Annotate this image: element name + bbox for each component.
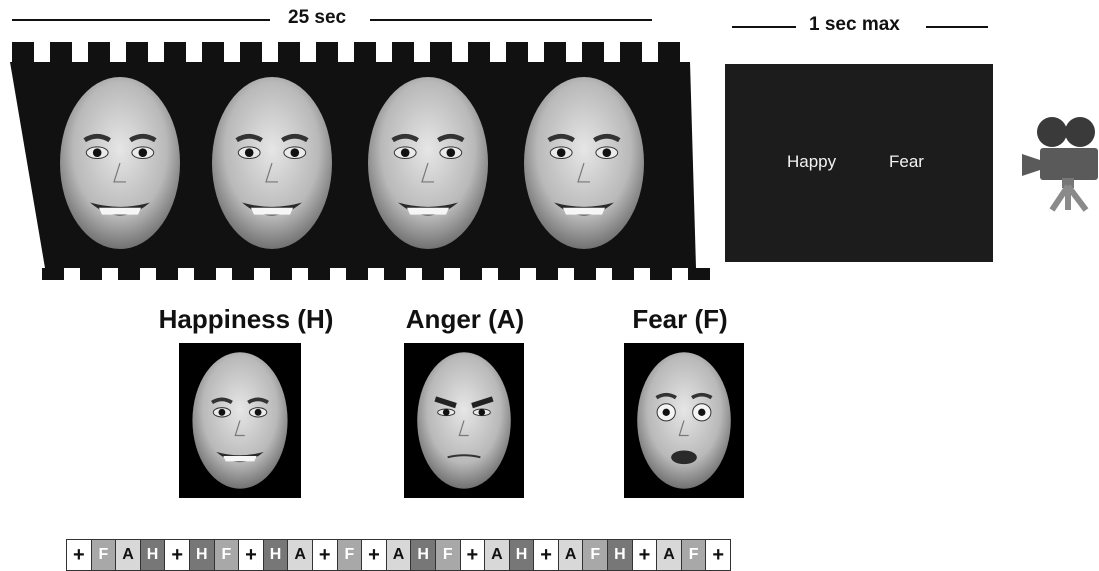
sprocket-bottom (80, 268, 102, 280)
happiness-cell: H (508, 539, 535, 571)
response-option-fear: Fear (889, 152, 924, 171)
sprocket-top (658, 42, 680, 62)
happiness-cell: H (139, 539, 166, 571)
anger-cell: A (385, 539, 412, 571)
sprocket-top (582, 42, 604, 62)
sprocket-top (278, 42, 300, 62)
sprocket-bottom (384, 268, 406, 280)
sprocket-bottom (612, 268, 634, 280)
video-duration-line-right (370, 19, 652, 21)
fear-cell: F (213, 539, 240, 571)
sprocket-top (88, 42, 110, 62)
sprocket-bottom (460, 268, 482, 280)
sprocket-bottom (118, 268, 140, 280)
emotion-title-fear: Fear (F) (632, 304, 728, 334)
film-frame-face (60, 77, 180, 249)
sprocket-top (620, 42, 642, 62)
sprocket-top (506, 42, 528, 62)
anger-cell: A (115, 539, 141, 571)
fixation-cell: + (459, 539, 486, 571)
response-duration-line-right (926, 26, 988, 28)
sprocket-bottom (270, 268, 292, 280)
sprocket-top (544, 42, 566, 62)
sprocket-bottom (422, 268, 444, 280)
sprocket-top (468, 42, 490, 62)
fear-cell: F (336, 539, 363, 571)
fear-cell: F (582, 539, 609, 571)
sprocket-top (430, 42, 452, 62)
sprocket-top (392, 42, 414, 62)
anger-cell: A (656, 539, 682, 571)
response-option-happy: Happy (787, 152, 837, 171)
sprocket-top (316, 42, 338, 62)
anger-cell: A (287, 539, 313, 571)
response-duration-label: 1 sec max (809, 14, 900, 35)
sprocket-bottom (688, 268, 710, 280)
sprocket-bottom (232, 268, 254, 280)
film-frames (60, 77, 644, 249)
sprocket-top (202, 42, 224, 62)
sprocket-top (126, 42, 148, 62)
sprocket-top (240, 42, 262, 62)
face-photo-happiness (179, 343, 301, 498)
sprocket-top (50, 42, 72, 62)
video-camera-icon (1022, 117, 1098, 212)
film-sprockets-top (12, 42, 680, 62)
fear-cell: F (434, 539, 461, 571)
happiness-cell: H (410, 539, 436, 571)
happiness-cell: H (607, 539, 633, 571)
fixation-cell: + (705, 539, 732, 571)
sprocket-top (354, 42, 376, 62)
sprocket-top (164, 42, 186, 62)
film-sprockets-bottom (42, 268, 710, 280)
anger-cell: A (557, 539, 584, 571)
fear-cell: F (90, 539, 117, 571)
fixation-cell: + (631, 539, 658, 571)
sprocket-bottom (156, 268, 178, 280)
response-screen: Happy Fear (725, 64, 993, 262)
film-frame-face (212, 77, 332, 249)
film-strip (10, 42, 710, 280)
face-photo-fear (624, 343, 744, 498)
emotion-title-happiness: Happiness (H) (158, 304, 334, 334)
sprocket-top (12, 42, 34, 62)
video-duration-line-left (12, 19, 270, 21)
video-duration-label: 25 sec (288, 7, 347, 28)
anger-cell: A (484, 539, 510, 571)
sprocket-bottom (498, 268, 520, 280)
film-frame-face (524, 77, 644, 249)
sprocket-bottom (536, 268, 558, 280)
emotion-title-anger: Anger (A) (405, 304, 525, 334)
face-photo-anger (404, 343, 524, 498)
fixation-cell: + (533, 539, 559, 571)
film-frame-face (368, 77, 488, 249)
happiness-cell: H (188, 539, 215, 571)
sprocket-bottom (650, 268, 672, 280)
fixation-cell: + (361, 539, 387, 571)
sprocket-bottom (42, 268, 64, 280)
sprocket-bottom (574, 268, 596, 280)
sprocket-bottom (194, 268, 216, 280)
fixation-cell: + (238, 539, 264, 571)
fixation-cell: + (164, 539, 190, 571)
fixation-cell: + (311, 539, 338, 571)
sprocket-bottom (308, 268, 330, 280)
happiness-cell: H (262, 539, 289, 571)
response-duration-line-left (732, 26, 796, 28)
fixation-cell: + (66, 539, 92, 571)
fear-cell: F (680, 539, 707, 571)
sprocket-bottom (346, 268, 368, 280)
